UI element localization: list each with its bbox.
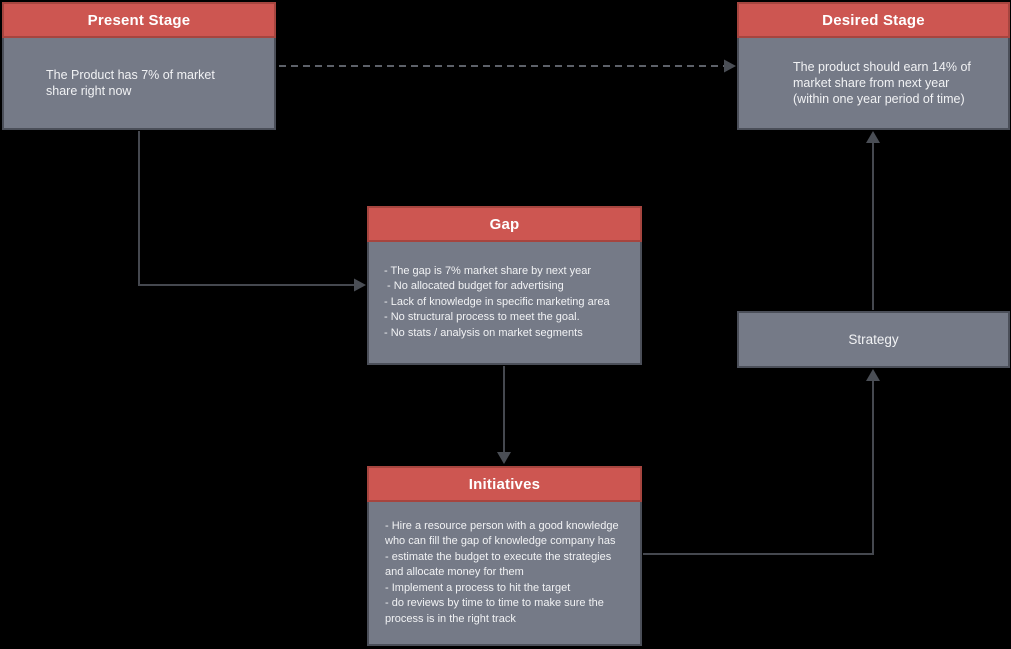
desired-stage-body-text: The product should earn 14% of market sh… bbox=[793, 60, 971, 106]
initiatives-body-text: - Hire a resource person with a good kno… bbox=[385, 519, 619, 625]
gap-header: Gap bbox=[367, 206, 642, 242]
initiatives-title: Initiatives bbox=[468, 475, 541, 493]
edge-gap-to-initiatives bbox=[497, 366, 511, 464]
strategy-label: Strategy bbox=[848, 332, 899, 347]
present-stage-body: The Product has 7% of market share right… bbox=[2, 38, 276, 130]
gap-body-text: - The gap is 7% market share by next yea… bbox=[384, 264, 610, 339]
node-desired-stage: Desired Stage The product should earn 14… bbox=[737, 2, 1010, 130]
desired-stage-header: Desired Stage bbox=[737, 2, 1010, 38]
gap-body: - The gap is 7% market share by next yea… bbox=[367, 242, 642, 365]
node-strategy: Strategy bbox=[737, 311, 1010, 368]
initiatives-body: - Hire a resource person with a good kno… bbox=[367, 502, 642, 646]
initiatives-header: Initiatives bbox=[367, 466, 642, 502]
node-gap: Gap - The gap is 7% market share by next… bbox=[367, 206, 642, 365]
edge-present-to-gap bbox=[138, 131, 366, 292]
edge-strategy-to-desired bbox=[866, 131, 880, 310]
present-stage-body-text: The Product has 7% of market share right… bbox=[46, 68, 215, 98]
node-initiatives: Initiatives - Hire a resource person wit… bbox=[367, 466, 642, 646]
edge-initiatives-to-strategy bbox=[643, 369, 880, 555]
node-present-stage: Present Stage The Product has 7% of mark… bbox=[2, 2, 276, 130]
arrowhead-up-icon bbox=[866, 131, 880, 143]
present-stage-title: Present Stage bbox=[87, 11, 191, 29]
arrowhead-down-icon bbox=[497, 452, 511, 464]
arrowhead-right-icon bbox=[354, 278, 366, 292]
present-stage-header: Present Stage bbox=[2, 2, 276, 38]
arrowhead-up-icon bbox=[866, 369, 880, 381]
desired-stage-body: The product should earn 14% of market sh… bbox=[737, 38, 1010, 130]
gap-title: Gap bbox=[489, 215, 520, 233]
arrowhead-right-icon bbox=[724, 59, 736, 73]
edge-present-to-desired bbox=[279, 59, 736, 73]
desired-stage-title: Desired Stage bbox=[822, 11, 925, 29]
